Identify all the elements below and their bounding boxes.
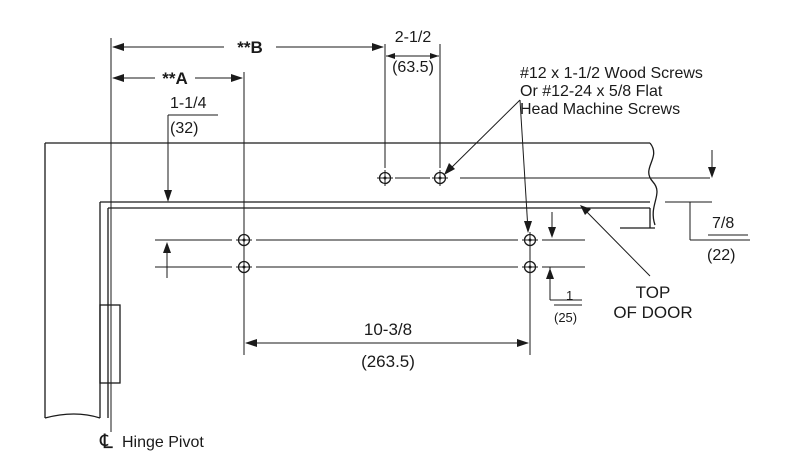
top-of-door-callout: TOP OF DOOR	[580, 205, 693, 322]
screw-hole	[522, 232, 538, 248]
centerline-symbol: ℄	[99, 431, 113, 453]
screw-hole	[236, 259, 252, 275]
dimension-1-1-4-label: 1-1/4	[170, 95, 207, 112]
dimension-7-8: 7/8 (22)	[163, 150, 748, 290]
dimension-10-3-8-metric: (263.5)	[361, 352, 415, 371]
dimension-7-8-metric: (22)	[707, 247, 735, 264]
hinge	[99, 304, 121, 384]
dimension-1-label: 1	[566, 288, 573, 303]
dimension-7-8-label: 7/8	[712, 215, 734, 232]
dimension-10-3-8: 10-3/8 (263.5)	[245, 320, 529, 371]
screw-callout-line1: #12 x 1-1/2 Wood Screws	[520, 65, 703, 82]
screw-hole	[522, 259, 538, 275]
extension-lines	[110, 38, 750, 432]
dimension-a: **A	[112, 69, 243, 88]
dimension-10-3-8-label: 10-3/8	[364, 320, 412, 339]
dimension-a-label: **A	[162, 69, 188, 88]
hinge-pivot-label: ℄ Hinge Pivot	[99, 431, 204, 453]
dimension-1: 1 (25)	[554, 288, 582, 325]
dimension-2-1-2-label: 2-1/2	[395, 29, 432, 46]
screw-callout: #12 x 1-1/2 Wood Screws Or #12-24 x 5/8 …	[444, 65, 703, 233]
screw-callout-line3: Head Machine Screws	[520, 101, 680, 118]
screw-holes	[236, 170, 538, 275]
top-of-door-line1: TOP	[636, 283, 671, 302]
dimension-1-1-4-metric: (32)	[170, 120, 198, 137]
screw-hole	[432, 170, 448, 186]
screw-hole	[236, 232, 252, 248]
top-of-door-line2: OF DOOR	[613, 303, 692, 322]
dimension-1-metric: (25)	[554, 310, 577, 325]
dimension-1-1-4: 1-1/4 (32)	[164, 95, 207, 202]
frame-outline	[44, 142, 658, 419]
dimension-b-label: **B	[237, 38, 263, 57]
dimension-2-1-2-metric: (63.5)	[392, 59, 434, 76]
hinge-pivot-text: Hinge Pivot	[122, 434, 204, 451]
screw-callout-line2: Or #12-24 x 5/8 Flat	[520, 83, 663, 100]
dimension-b: **B	[112, 38, 384, 57]
screw-hole	[377, 170, 393, 186]
dimension-2-1-2: 2-1/2 (63.5)	[386, 29, 439, 76]
